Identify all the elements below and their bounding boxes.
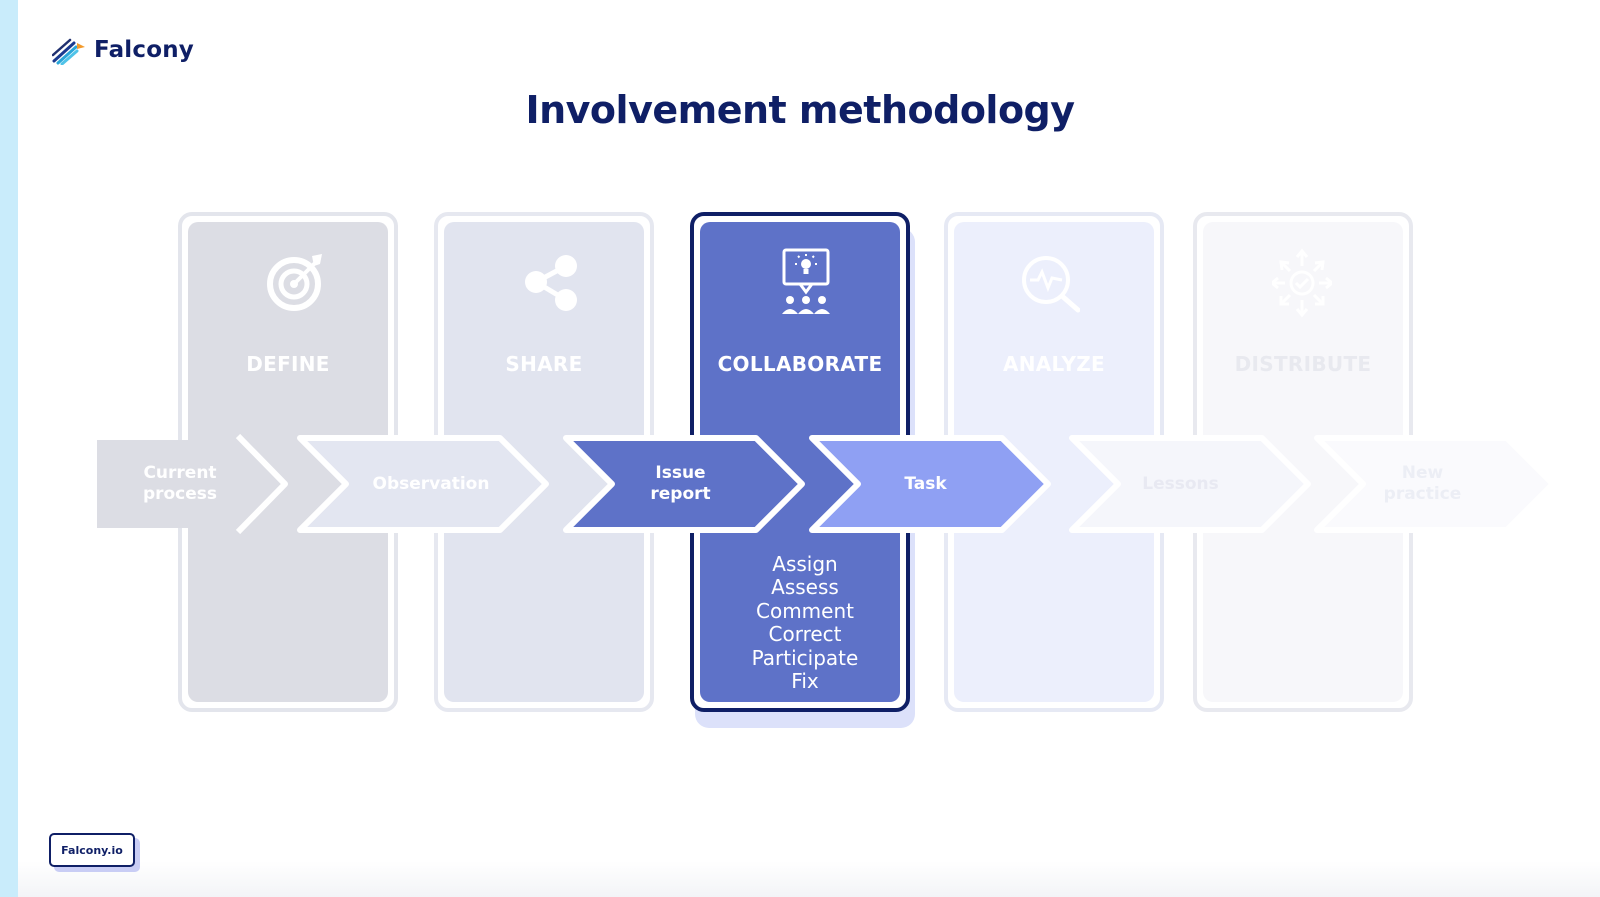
- action-item: Assign: [772, 552, 838, 576]
- action-item: Participate: [751, 645, 859, 670]
- brand-name: Falcony: [94, 37, 194, 63]
- falcony-link-button[interactable]: Falcony.io: [49, 833, 135, 867]
- action-item: Fix: [791, 669, 819, 694]
- stage-title-share: SHARE: [505, 352, 583, 376]
- step-label-task: Task: [904, 473, 947, 494]
- distribute-arrows-icon: [1272, 248, 1332, 318]
- action-item: Correct: [768, 622, 842, 647]
- presentation-team-icon: [782, 248, 830, 314]
- share-icon: [525, 255, 577, 311]
- falcon-logo-icon: [52, 38, 85, 65]
- step-arrow-observation: [297, 435, 549, 533]
- step-label-lessons: Lessons: [1142, 473, 1219, 494]
- step-label-observation: Observation: [372, 473, 490, 494]
- brand-logo[interactable]: Falcony: [52, 34, 194, 66]
- step-arrow-issue-report: [563, 435, 805, 533]
- bottom-fade: [18, 861, 1600, 897]
- stage-title-collaborate: COLLABORATE: [717, 352, 883, 376]
- left-accent-strip: [0, 0, 18, 897]
- step-arrow-new-practice: [1314, 435, 1556, 533]
- step-arrow-task: [809, 435, 1051, 533]
- action-item: Comment: [756, 598, 854, 623]
- action-item: Assess: [771, 575, 839, 600]
- target-icon: [267, 254, 322, 311]
- step-arrow-current-process: [97, 434, 288, 534]
- stage-title-define: DEFINE: [246, 352, 330, 376]
- stage-title-analyze: ANALYZE: [1002, 352, 1106, 376]
- collaborate-actions-list: Assign Assess Comment Correct Participat…: [700, 552, 910, 694]
- page-title: Involvement methodology: [525, 88, 1075, 132]
- analyze-magnifier-icon: [1022, 256, 1080, 313]
- stage-title-distribute: DISTRIBUTE: [1234, 352, 1372, 376]
- step-arrow-lessons: [1069, 435, 1311, 533]
